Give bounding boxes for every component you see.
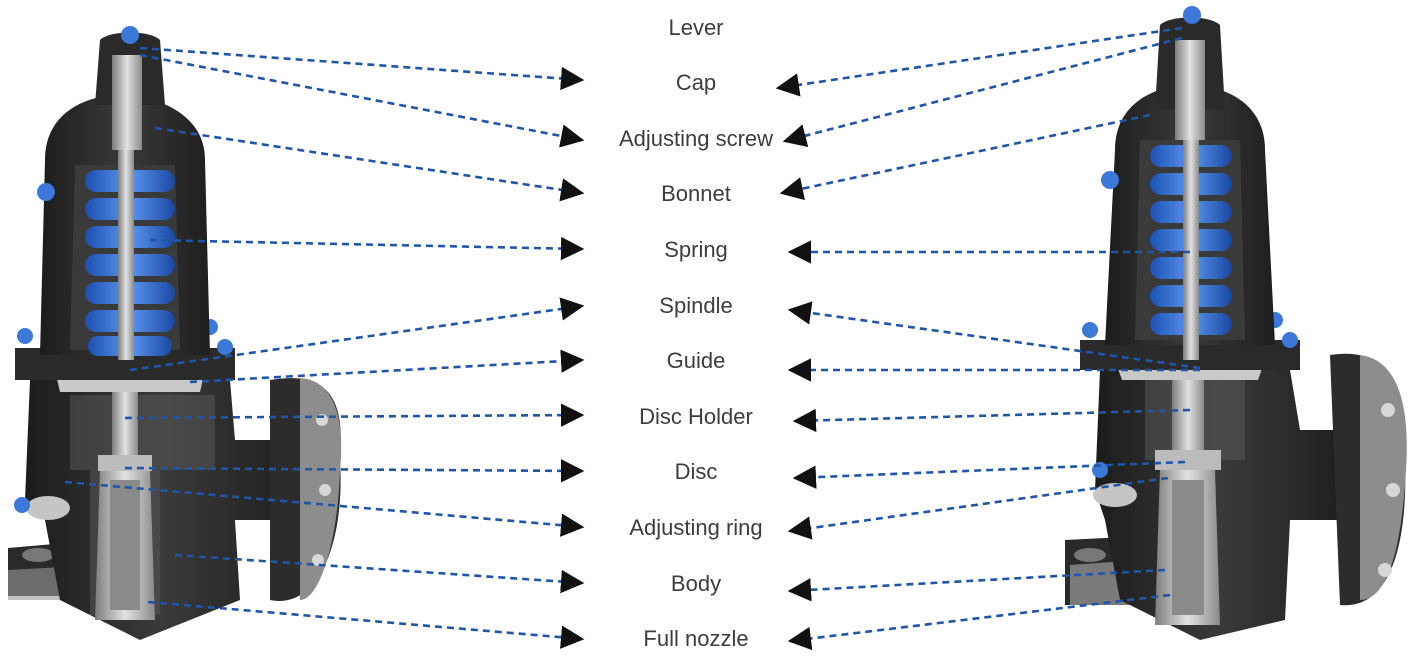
left-leader-lines (64, 46, 585, 649)
left-leader-guide (189, 349, 585, 384)
left-leader-disc (124, 459, 585, 483)
part-labels: Lever Cap Adjusting screw Bonnet Spring … (619, 15, 773, 651)
right-leader-lines (775, 26, 1201, 651)
left-valve-illustration (8, 26, 342, 640)
right-leader-disc (792, 460, 1186, 489)
left-leader-body (174, 553, 585, 594)
left-leader-spring (149, 236, 585, 261)
left-leader-bonnet (154, 126, 585, 202)
left-leader-spindle (129, 297, 585, 372)
left-leader-disc-holder (124, 403, 585, 427)
label-disc-holder: Disc Holder (639, 404, 753, 429)
label-body: Body (671, 571, 721, 596)
right-leader-body (787, 568, 1166, 602)
right-leader-full-nozzle (787, 593, 1171, 651)
left-leader-adjusting-ring (64, 480, 585, 537)
label-lever: Lever (668, 15, 723, 40)
right-leader-adjusting-screw (782, 36, 1183, 148)
label-adjusting-screw: Adjusting screw (619, 126, 773, 151)
label-spring: Spring (664, 237, 728, 262)
left-leader-full-nozzle (147, 600, 585, 649)
left-leader-cap (139, 46, 585, 91)
right-leader-bonnet (779, 113, 1151, 201)
right-valve-illustration (1065, 6, 1407, 640)
right-leader-disc-holder (792, 408, 1191, 433)
label-full-nozzle: Full nozzle (643, 626, 748, 651)
label-adjusting-ring: Adjusting ring (629, 515, 762, 540)
right-leader-adjusting-ring (787, 476, 1169, 540)
label-spindle: Spindle (659, 293, 732, 318)
left-leader-adjusting-screw (139, 53, 585, 148)
label-disc: Disc (675, 459, 718, 484)
label-bonnet: Bonnet (661, 181, 731, 206)
right-leader-cap (775, 26, 1183, 97)
label-cap: Cap (676, 70, 716, 95)
right-leader-spindle (787, 301, 1201, 370)
label-guide: Guide (667, 348, 726, 373)
